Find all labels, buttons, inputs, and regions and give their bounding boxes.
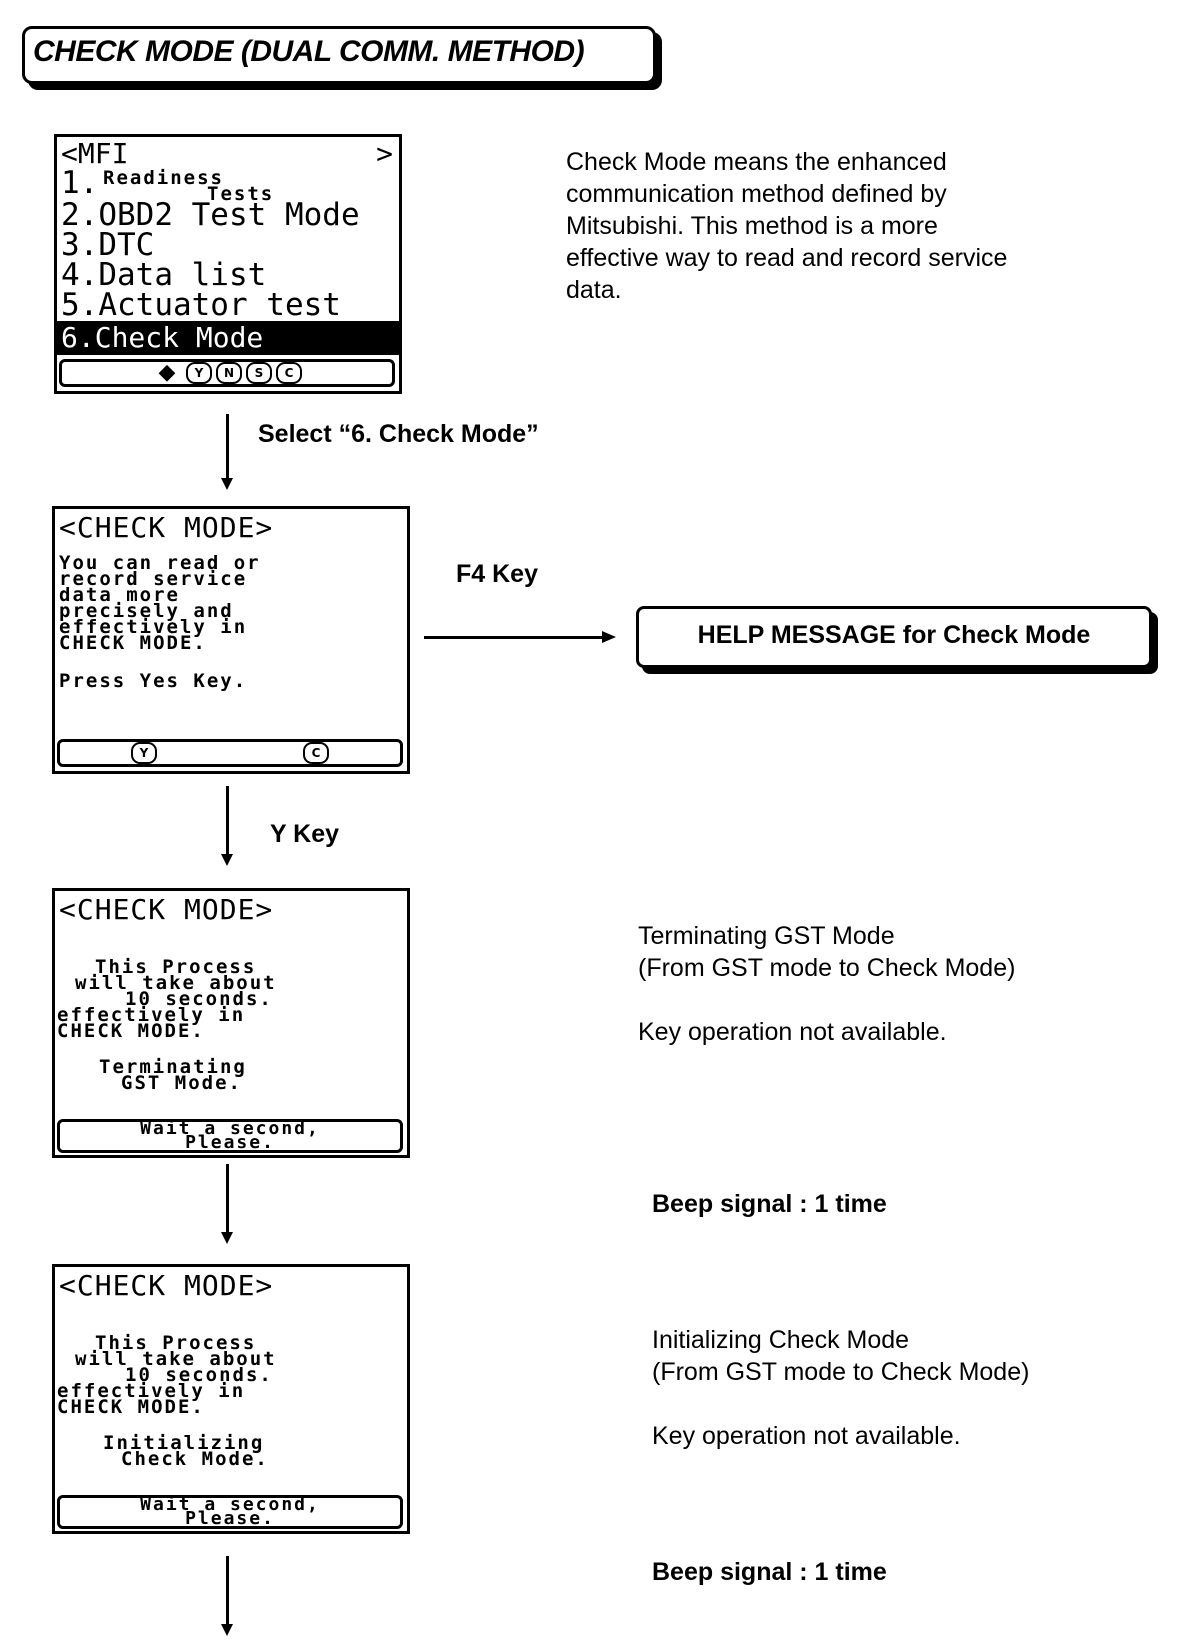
menu-item-1-label2[interactable]: Tests: [207, 183, 275, 205]
menu-item-2-label: OBD2 Test Mode: [98, 197, 360, 233]
terminating-header: <CHECK MODE>: [59, 893, 274, 926]
f4-key-label: F4 Key: [456, 560, 538, 588]
yes-key-icon[interactable]: Y: [131, 742, 157, 764]
terminating-status-2: GST Mode.: [121, 1072, 242, 1094]
intro-line-1: You can read or: [59, 552, 261, 574]
menu-header-left: <MFI: [61, 137, 129, 170]
menu-item-6-label: Check Mode: [94, 321, 264, 354]
terminating-wait-bar: Wait a second, Please.: [57, 1119, 403, 1153]
s-key-icon[interactable]: S: [246, 362, 272, 384]
initializing-line-3: 10 seconds.: [125, 1364, 273, 1386]
initializing-line-4: effectively in: [57, 1380, 246, 1402]
terminating-line-2: will take about: [75, 972, 277, 994]
intro-line-6: CHECK MODE.: [59, 632, 207, 654]
wait-line-2: Please.: [185, 1508, 275, 1529]
wait-line-2: Please.: [185, 1132, 275, 1153]
page-title: CHECK MODE (DUAL COMM. METHOD): [33, 35, 585, 68]
menu-item-3[interactable]: 3.DTC: [61, 227, 154, 263]
help-message-text: HELP MESSAGE for Check Mode: [697, 621, 1091, 649]
initializing-screen: <CHECK MODE> This Process will take abou…: [52, 1264, 410, 1534]
initializing-line-1: This Process: [95, 1332, 257, 1354]
beep-signal-2: Beep signal : 1 time: [652, 1558, 887, 1586]
terminating-line-4: effectively in: [57, 1004, 246, 1026]
menu-item-6-selected[interactable]: 6.Check Mode: [57, 321, 399, 355]
menu-header-right: >: [376, 137, 393, 170]
intro-line-5: effectively in: [59, 616, 248, 638]
intro-line-2: record service: [59, 568, 248, 590]
initializing-wait-bar: Wait a second, Please.: [57, 1495, 403, 1529]
arrow-3-head: [221, 1232, 233, 1244]
wait-line-1: Wait a second,: [140, 1118, 320, 1139]
arrow-2-head: [221, 854, 233, 866]
f4-arrow-line: [424, 636, 604, 639]
menu-item-4-label: Data list: [98, 257, 267, 293]
arrow-3-line: [226, 1164, 229, 1234]
initializing-line-2: will take about: [75, 1348, 277, 1370]
terminating-desc-2: (From GST mode to Check Mode): [638, 954, 1016, 982]
check-mode-description: Check Mode means the enhanced communicat…: [566, 148, 1008, 304]
initializing-desc-1: Initializing Check Mode: [652, 1326, 910, 1354]
yes-key-icon[interactable]: Y: [186, 362, 212, 384]
title-banner: CHECK MODE (DUAL COMM. METHOD): [22, 26, 656, 84]
intro-prompt: Press Yes Key.: [59, 670, 248, 692]
arrow-2-line: [226, 786, 229, 856]
y-key-label: Y Key: [270, 820, 340, 848]
step-select-label: Select “6. Check Mode”: [258, 420, 539, 448]
c-key-icon[interactable]: C: [303, 742, 329, 764]
menu-item-6-num: 6.: [61, 321, 95, 354]
arrow-1-head: [221, 478, 233, 490]
menu-item-2-num: 2.: [61, 197, 99, 233]
menu-item-2[interactable]: 2.OBD2 Test Mode: [61, 197, 360, 233]
intro-line-3: data more: [59, 584, 180, 606]
initializing-status-2: Check Mode.: [121, 1448, 269, 1470]
initializing-desc-2: (From GST mode to Check Mode): [652, 1358, 1030, 1386]
terminating-key-note: Key operation not available.: [638, 1018, 947, 1046]
menu-screen: <MFI > 1. Readiness Tests 2.OBD2 Test Mo…: [54, 134, 402, 394]
menu-item-3-num: 3.: [61, 227, 99, 263]
f4-arrow-head: [602, 631, 616, 643]
initializing-line-5: CHECK MODE.: [57, 1396, 205, 1418]
help-message-box: HELP MESSAGE for Check Mode: [636, 606, 1152, 668]
terminating-line-5: CHECK MODE.: [57, 1020, 205, 1042]
menu-item-5-num: 5.: [61, 287, 99, 323]
terminating-status-1: Terminating: [99, 1056, 247, 1078]
menu-item-1-label[interactable]: Readiness: [103, 167, 224, 189]
arrow-4-head: [221, 1624, 233, 1636]
arrow-4-line: [226, 1556, 229, 1626]
initializing-header: <CHECK MODE>: [59, 1269, 274, 1302]
terminating-line-1: This Process: [95, 956, 257, 978]
initializing-key-note: Key operation not available.: [652, 1422, 961, 1450]
beep-signal-1: Beep signal : 1 time: [652, 1190, 887, 1218]
c-key-icon[interactable]: C: [276, 362, 302, 384]
menu-item-5-label: Actuator test: [98, 287, 341, 323]
arrows-icon[interactable]: ◆: [158, 360, 176, 385]
no-key-icon[interactable]: N: [216, 362, 242, 384]
initializing-status-1: Initializing: [103, 1432, 265, 1454]
terminating-line-3: 10 seconds.: [125, 988, 273, 1010]
wait-line-1: Wait a second,: [140, 1494, 320, 1515]
terminating-desc-1: Terminating GST Mode: [638, 922, 895, 950]
menu-item-5[interactable]: 5.Actuator test: [61, 287, 341, 323]
menu-softkey-bar: ◆ Y N S C: [59, 359, 395, 387]
intro-softkey-bar: Y C: [57, 739, 403, 767]
arrow-1-line: [226, 414, 229, 480]
intro-header: <CHECK MODE>: [59, 511, 274, 544]
terminating-screen: <CHECK MODE> This Process will take abou…: [52, 888, 410, 1158]
menu-item-1-num[interactable]: 1.: [61, 165, 99, 201]
menu-item-4[interactable]: 4.Data list: [61, 257, 266, 293]
menu-item-3-label: DTC: [98, 227, 155, 263]
menu-item-4-num: 4.: [61, 257, 99, 293]
intro-line-4: precisely and: [59, 600, 234, 622]
check-mode-intro-screen: <CHECK MODE> You can read or record serv…: [52, 506, 410, 774]
